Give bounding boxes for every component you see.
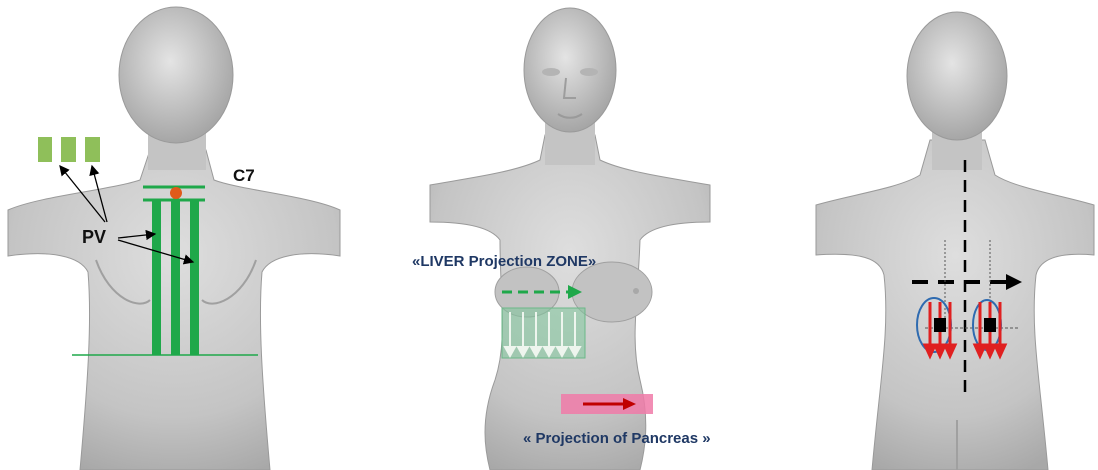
label-pancreas: « Projection of Pancreas » (523, 430, 711, 447)
stripe-middle (171, 200, 180, 355)
marker-left-block (934, 318, 946, 332)
c7-marker-dot (170, 187, 182, 199)
body-figure-back-2 (816, 12, 1094, 470)
pv-legend-box (38, 137, 100, 162)
label-pv: PV (82, 227, 106, 247)
marker-right-block (984, 318, 996, 332)
stripe-right (190, 200, 199, 355)
pancreas-zone (561, 394, 653, 414)
stripe-left (152, 200, 161, 355)
label-c7: C7 (233, 166, 255, 185)
panel-back-view-1: C7 PV (8, 7, 340, 470)
label-liver-zone: «LIVER Projection ZONE» (412, 253, 596, 270)
panel-front-view: «LIVER Projection ZONE» « Projection of … (412, 8, 711, 470)
panel-back-view-2 (816, 12, 1094, 470)
